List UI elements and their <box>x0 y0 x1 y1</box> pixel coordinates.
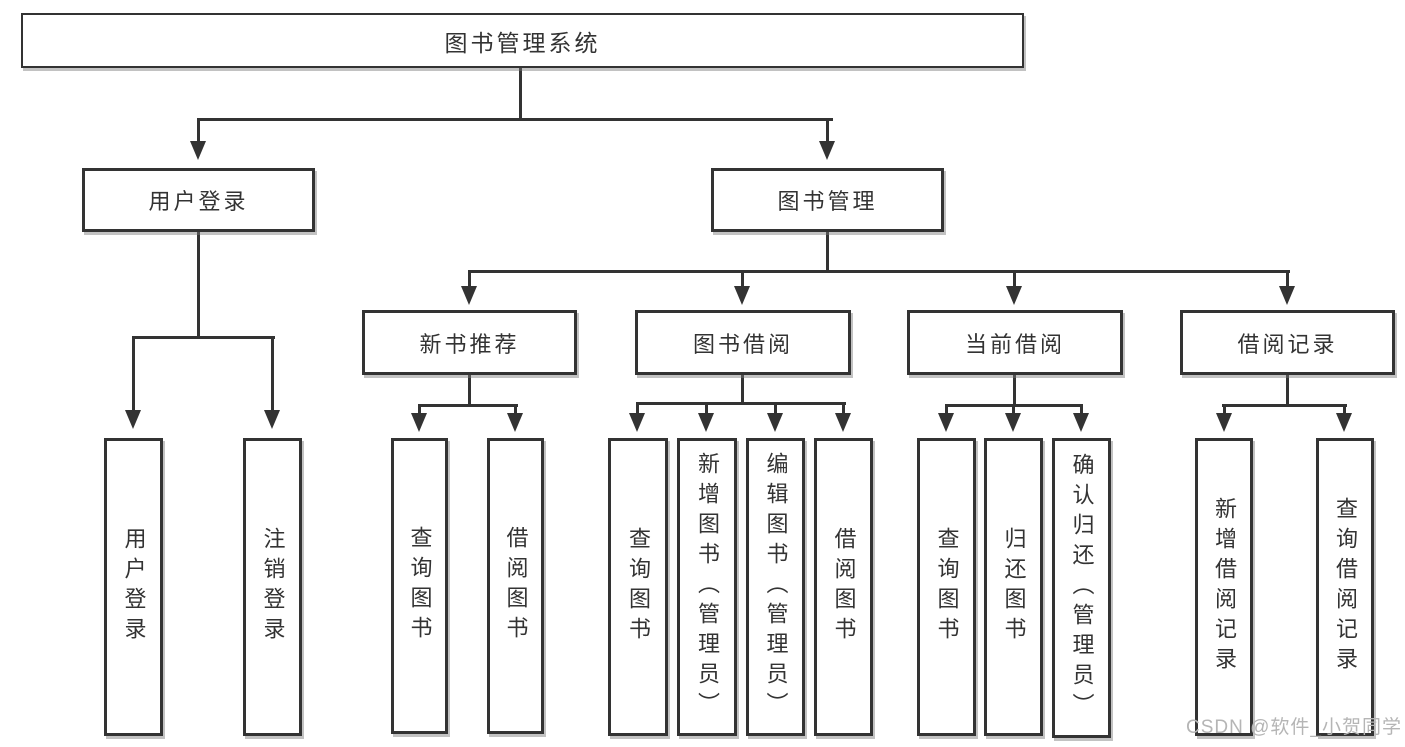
node-book-borrow: 图书借阅 <box>635 310 851 375</box>
connector-user-login-drop <box>197 118 200 143</box>
connector-book-borrow-stem <box>741 375 744 404</box>
leaf-confirm-return-admin: 确认归还（管理员） <box>1052 438 1111 738</box>
connector-current-borrow-stem <box>1013 375 1016 406</box>
arrow-down-icon <box>1279 286 1295 305</box>
connector-level3-rail <box>468 270 1290 273</box>
leaf-add-book-admin: 新增图书（管理员） <box>677 438 737 736</box>
node-label: 图书借阅 <box>692 331 793 357</box>
arrow-down-icon <box>190 141 206 160</box>
node-user-login: 用户登录 <box>82 168 315 232</box>
connector-mid-drop <box>1013 270 1016 288</box>
node-borrow-record: 借阅记录 <box>1180 310 1395 375</box>
leaf-add-borrow-record: 新增借阅记录 <box>1195 438 1253 736</box>
arrow-down-icon <box>698 413 714 432</box>
arrow-down-icon <box>767 413 783 432</box>
connector-leaf-drop <box>945 404 948 415</box>
csdn-watermark: CSDN @软件_小贺同学 <box>1186 717 1402 738</box>
node-library-system: 图书管理系统 <box>21 13 1024 68</box>
node-label: 编辑图书（管理员） <box>763 452 789 722</box>
node-current-borrow: 当前借阅 <box>907 310 1123 375</box>
node-label: 查询借阅记录 <box>1333 497 1358 677</box>
node-label: 查询图书 <box>626 527 651 647</box>
connector-root-stem <box>519 68 522 120</box>
node-label: 用户登录 <box>148 189 249 214</box>
connector-leaf-drop <box>1343 404 1346 415</box>
connector-leaf-drop <box>842 402 845 415</box>
node-label: 新书推荐 <box>419 331 520 357</box>
node-label: 新增借阅记录 <box>1212 497 1237 677</box>
connector-leaf-drop <box>271 336 274 412</box>
connector-leaf-drop <box>1223 404 1226 415</box>
node-new-book-recommend: 新书推荐 <box>362 310 577 375</box>
connector-book-mgmt-drop <box>826 118 829 143</box>
leaf-return-book: 归还图书 <box>984 438 1043 736</box>
arrow-down-icon <box>1216 413 1232 432</box>
arrow-down-icon <box>1005 413 1021 432</box>
arrow-down-icon <box>1006 286 1022 305</box>
leaf-logout: 注销登录 <box>243 438 302 736</box>
connector-mid-drop <box>1286 270 1289 288</box>
arrow-down-icon <box>835 413 851 432</box>
connector-book-borrow-rail <box>636 402 846 405</box>
connector-leaf-drop <box>774 402 777 415</box>
leaf-query-book: 查询图书 <box>391 438 448 734</box>
node-label: 借阅图书 <box>831 527 857 647</box>
connector-leaf-drop <box>705 402 708 415</box>
connector-leaf-drop <box>1012 404 1015 415</box>
node-book-management: 图书管理 <box>711 168 944 232</box>
connector-leaf-drop <box>1080 404 1083 415</box>
leaf-borrow-book: 借阅图书 <box>814 438 873 736</box>
connector-mid-drop <box>468 270 471 288</box>
leaf-user-login: 用户登录 <box>104 438 163 736</box>
node-label: 新增图书（管理员） <box>695 452 720 722</box>
connector-user-login-rail <box>132 336 275 339</box>
arrow-down-icon <box>507 413 523 432</box>
node-label: 用户登录 <box>121 527 147 647</box>
connector-leaf-drop <box>418 404 421 415</box>
node-label: 当前借阅 <box>964 331 1065 357</box>
connector-user-login-stem <box>197 232 200 338</box>
node-label: 借阅图书 <box>503 526 529 646</box>
arrow-down-icon <box>819 141 835 160</box>
node-label: 归还图书 <box>1001 527 1027 647</box>
connector-book-mgmt-stem <box>826 232 829 272</box>
node-label: 图书管理系统 <box>444 29 601 56</box>
node-label: 注销登录 <box>260 527 286 647</box>
node-label: 查询图书 <box>934 527 960 647</box>
node-label: 借阅记录 <box>1237 331 1338 357</box>
arrow-down-icon <box>1073 413 1089 432</box>
arrow-down-icon <box>734 286 750 305</box>
connector-leaf-drop <box>636 402 639 415</box>
connector-borrow-record-rail <box>1222 404 1347 407</box>
leaf-borrow-book: 借阅图书 <box>487 438 544 734</box>
arrow-down-icon <box>125 410 141 429</box>
connector-mid-drop <box>741 270 744 288</box>
arrow-down-icon <box>264 410 280 429</box>
leaf-edit-book-admin: 编辑图书（管理员） <box>746 438 805 736</box>
leaf-query-book: 查询图书 <box>608 438 668 736</box>
arrow-down-icon <box>629 413 645 432</box>
connector-leaf-drop <box>514 404 517 415</box>
node-label: 图书管理 <box>777 189 878 214</box>
leaf-query-book: 查询图书 <box>917 438 976 736</box>
arrow-down-icon <box>1336 413 1352 432</box>
arrow-down-icon <box>411 413 427 432</box>
arrow-down-icon <box>461 286 477 305</box>
node-label: 确认归还（管理员） <box>1069 453 1095 723</box>
connector-borrow-record-stem <box>1286 375 1289 406</box>
connector-level1-rail <box>197 118 833 121</box>
node-label: 查询图书 <box>407 526 433 646</box>
arrow-down-icon <box>938 413 954 432</box>
leaf-query-borrow-record: 查询借阅记录 <box>1316 438 1374 736</box>
connector-leaf-drop <box>132 336 135 412</box>
connector-new-book-stem <box>468 375 471 406</box>
connector-new-book-rail <box>418 404 518 407</box>
